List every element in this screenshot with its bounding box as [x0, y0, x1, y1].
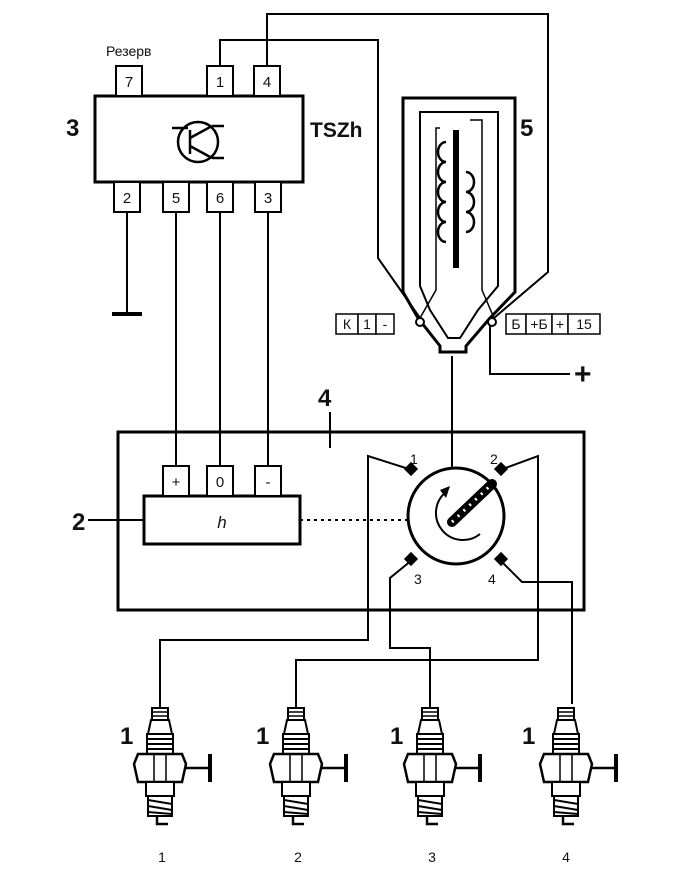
module-pin-7 — [115, 65, 143, 97]
contact-1-label: 1 — [410, 451, 418, 467]
module-pin-1-label: 1 — [216, 74, 224, 91]
distributor-contact-1 — [403, 461, 419, 477]
ignition-coil — [401, 96, 517, 354]
module-pin-3-label: 3 — [264, 190, 272, 207]
coil-k-sign: - — [383, 316, 388, 332]
hall-sensor: + 0 - h — [142, 465, 302, 546]
coil-b-num: 15 — [576, 316, 592, 332]
plug-4-number: 4 — [562, 849, 570, 865]
reserve-label: Резерв — [106, 43, 151, 59]
plug-2-group-label: 1 — [256, 723, 269, 750]
coil-terminal-k: К 1 - — [335, 313, 395, 335]
transistor-icon — [172, 120, 224, 164]
module-number: 3 — [66, 115, 79, 142]
contact-2-label: 2 — [490, 451, 498, 467]
ignition-module: 7 1 4 2 5 6 3 Резерв 3 TSZh — [66, 43, 363, 213]
module-pin-6-label: 6 — [216, 190, 224, 207]
plug-3-group-label: 1 — [390, 723, 403, 750]
distributor-contact-3 — [403, 551, 419, 567]
distributor-contact-4 — [493, 551, 509, 567]
module-pin-2 — [113, 181, 141, 213]
module-name: TSZh — [310, 119, 363, 142]
spark-plug-3 — [402, 706, 482, 826]
coil-b-label: Б — [511, 316, 520, 332]
coil-k-label: К — [343, 316, 352, 332]
plug-3-number: 3 — [428, 849, 436, 865]
module-pin-5-label: 5 — [172, 190, 180, 207]
distributor-contact-2 — [493, 461, 509, 477]
module-pin-4 — [253, 65, 281, 97]
plug-2-number: 2 — [294, 849, 302, 865]
spark-plug-4 — [538, 706, 618, 826]
module-pin-3 — [254, 181, 282, 213]
plug-1-number: 1 — [158, 849, 166, 865]
coil-number: 5 — [520, 115, 533, 142]
coil-terminal-b: Б +Б + 15 — [505, 313, 601, 335]
contact-3-label: 3 — [414, 571, 422, 587]
distributor-number: 4 — [318, 385, 332, 412]
sensor-number: 2 — [72, 509, 85, 536]
distributor-cap — [403, 461, 509, 567]
spark-plug-1 — [132, 706, 212, 826]
coil-b-plus-label: +Б — [530, 316, 547, 332]
plug-4-group-label: 1 — [522, 723, 535, 750]
contact-4-label: 4 — [488, 571, 496, 587]
supply-plus: + — [574, 358, 592, 391]
module-pin-5 — [162, 181, 190, 213]
coil-b-sign: + — [556, 316, 564, 332]
sensor-pin-zero: 0 — [216, 474, 224, 491]
module-pin-7-label: 7 — [125, 74, 133, 91]
sensor-symbol: h — [217, 513, 226, 532]
coil-k-num: 1 — [363, 316, 371, 332]
module-pin-2-label: 2 — [123, 190, 131, 207]
module-pin-1 — [206, 65, 234, 97]
wires — [126, 13, 573, 708]
module-pin-4-label: 4 — [263, 74, 271, 91]
sensor-pin-plus: + — [172, 474, 181, 491]
plug-1-group-label: 1 — [120, 723, 133, 750]
sensor-pin-minus: - — [266, 474, 271, 491]
spark-plug-2 — [268, 706, 348, 826]
module-pin-6 — [206, 181, 234, 213]
module-body — [93, 94, 305, 184]
